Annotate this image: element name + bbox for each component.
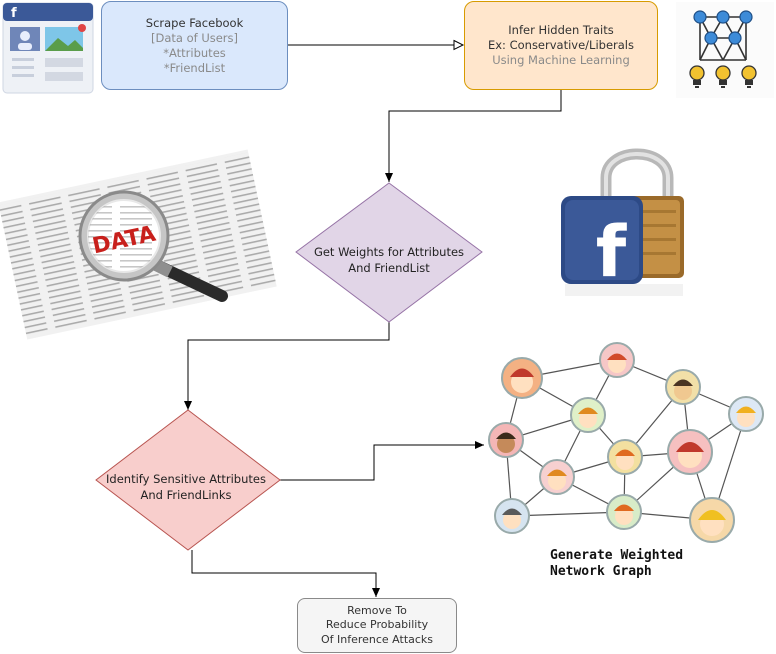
neural-network-icon [676,2,774,98]
magnifier-data-icon: DATA [0,149,277,340]
decision-weights-diamond [295,182,483,323]
facebook-logo-letter: f [596,211,628,293]
svg-text:f: f [11,6,17,21]
flow-connectors [184,39,562,597]
arrow-identify-to-network [276,441,484,481]
weights-line-1: Get Weights for Attributes [313,245,465,259]
remove-line-1: Remove To [347,603,407,617]
scrape-friendlist: *FriendList [163,60,226,75]
weights-diamond-label: Get Weights for Attributes And FriendLis… [296,244,482,276]
arrow-weights-to-identify [184,322,390,410]
facebook-padlock-icon: f [561,148,684,296]
remove-line-3: Of Inference Attacks [320,632,434,646]
arrow-identify-to-remove [191,550,380,597]
infer-title: Infer Hidden Traits [508,23,614,37]
infer-method: Using Machine Learning [492,53,630,67]
scrape-attributes: *Attributes [163,45,226,60]
infer-example: Ex: Conservative/Liberals [487,38,634,52]
scrape-data-of-users: [Data of Users] [150,30,239,45]
network-avatars [488,342,764,543]
social-network-graph-icon [488,342,764,543]
network-caption-line-1: Generate Weighted [550,548,684,563]
arrow-infer-to-weights [385,90,562,182]
scrape-facebook-node: Scrape Facebook [Data of Users] *Attribu… [101,1,288,90]
scrape-title: Scrape Facebook [145,15,244,30]
infer-traits-node: Infer Hidden Traits Ex: Conservative/Lib… [464,1,658,90]
weights-line-2: And FriendList [348,261,430,275]
remove-node: Remove To Reduce Probability Of Inferenc… [297,598,457,653]
network-caption-line-2: Network Graph [550,564,652,579]
identify-diamond-label: Identify Sensitive Attributes And Friend… [96,471,276,503]
identify-line-1: Identify Sensitive Attributes [106,472,266,486]
decision-identify-diamond [95,409,281,551]
identify-line-2: And FriendLinks [140,488,232,502]
facebook-profile-icon: f [2,2,94,94]
network-graph-caption: Generate Weighted Network Graph [550,548,683,580]
remove-line-2: Reduce Probability [325,618,429,632]
